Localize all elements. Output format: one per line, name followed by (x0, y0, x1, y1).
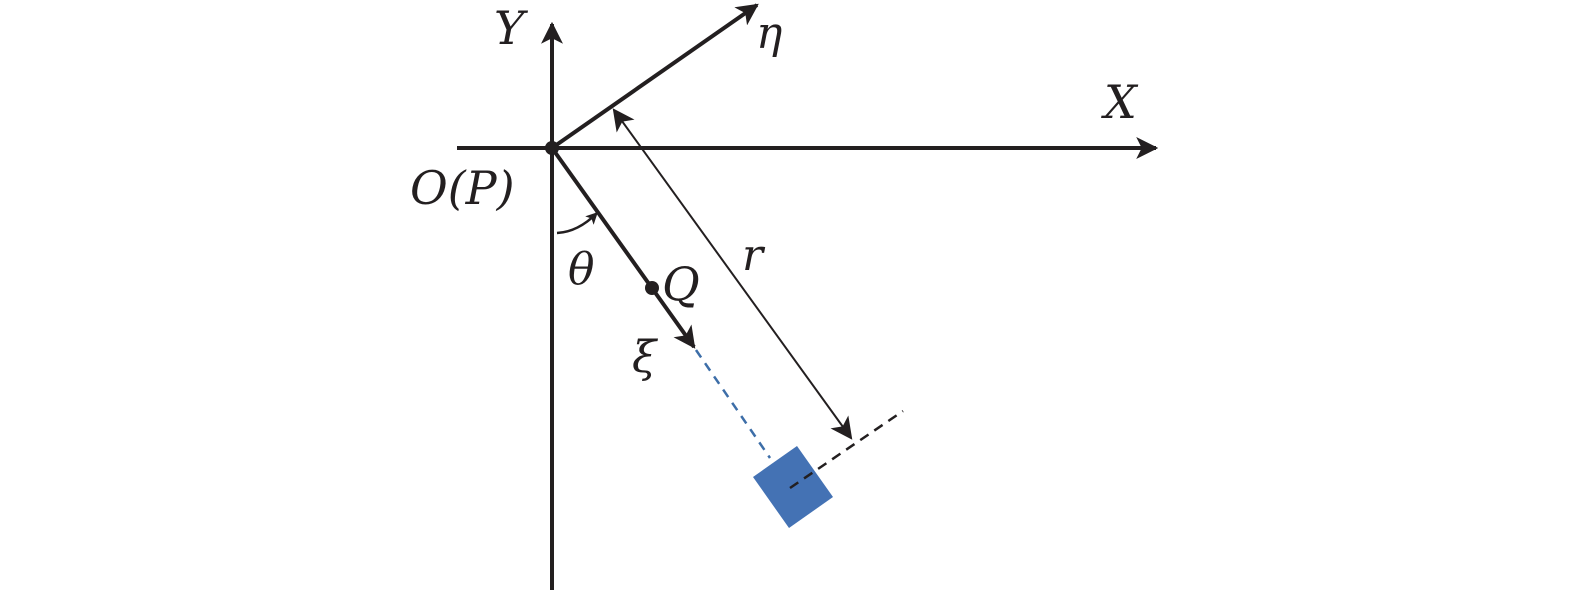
distance-r-arrow (612, 108, 853, 440)
eta-axis-line (550, 3, 759, 150)
eta-axis-label: η (756, 8, 782, 59)
xi-axis-dashed-extension (694, 349, 772, 459)
point-q-label: Q (662, 257, 700, 311)
distance-r-label: r (742, 230, 766, 281)
angle-theta-label: θ (568, 244, 595, 295)
angle-theta-arc (556, 212, 598, 235)
point-q (645, 281, 659, 295)
x-axis-label: X (1101, 75, 1139, 129)
block-dashed-reference-line (789, 409, 904, 490)
xi-axis-label: ξ (632, 332, 659, 383)
y-axis-label: Y (494, 1, 529, 55)
origin-point (545, 141, 559, 155)
origin-label: O(P) (410, 161, 515, 215)
